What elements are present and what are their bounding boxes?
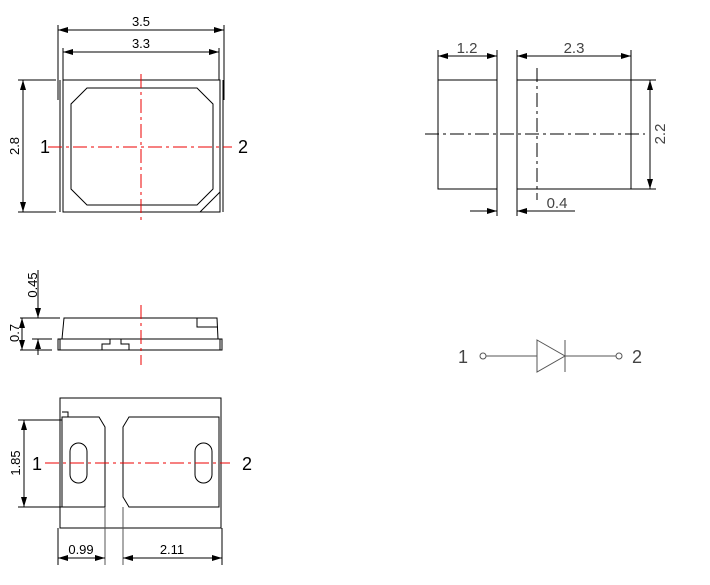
dim-pad-height: 1.85 xyxy=(8,450,23,475)
dim-land-pad-height: 2.2 xyxy=(652,124,669,145)
pin1-label: 1 xyxy=(40,137,50,157)
dim-pad2-width: 2.11 xyxy=(160,542,184,557)
dim-width-inner: 3.3 xyxy=(132,36,150,51)
dim-pad1-width: 0.99 xyxy=(68,542,93,557)
pad-2 xyxy=(122,416,220,508)
bottom-view: 1 2 1.85 0.99 2.11 xyxy=(8,397,252,565)
dim-land-pad2-width: 2.3 xyxy=(564,40,585,57)
diode-schematic: 1 2 xyxy=(458,339,642,373)
dim-width-outer: 3.5 xyxy=(132,14,150,29)
dim-lens-height: 0.45 xyxy=(25,272,40,297)
pin2-label: 2 xyxy=(242,454,252,474)
land-pattern: 1.2 2.3 2.2 0.4 xyxy=(425,40,669,216)
pad-1 xyxy=(61,411,106,508)
pin2-label: 2 xyxy=(238,137,248,157)
pin1-label: 1 xyxy=(32,454,42,474)
cathode-pin-label: 2 xyxy=(632,347,642,367)
side-view: 0.45 0.7 xyxy=(7,270,223,365)
lens-outline xyxy=(70,87,214,206)
dim-total-height: 0.7 xyxy=(7,324,22,342)
diode-triangle xyxy=(536,339,567,373)
dim-land-pad1-width: 1.2 xyxy=(457,40,478,57)
dim-land-gap: 0.4 xyxy=(547,195,568,212)
dim-height: 2.8 xyxy=(7,137,22,155)
anode-pin-label: 1 xyxy=(458,347,468,367)
top-view: 3.5 3.3 2.8 1 2 xyxy=(7,14,248,223)
